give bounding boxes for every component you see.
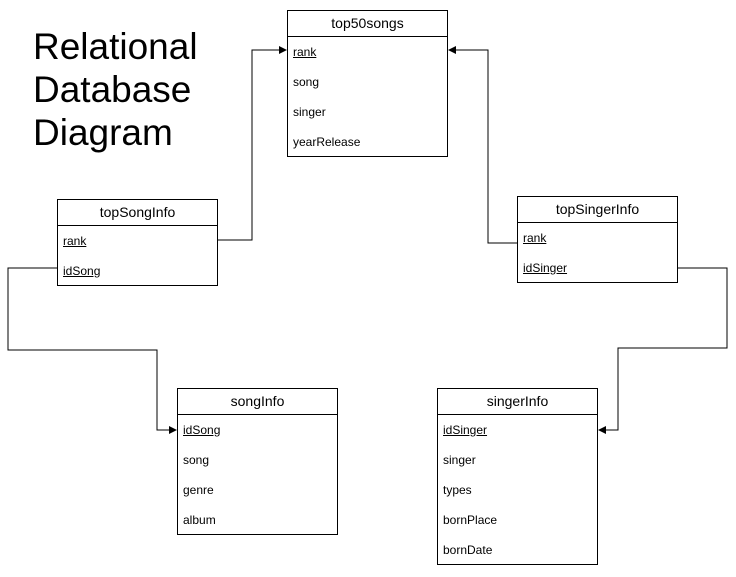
- field-song: song: [293, 75, 320, 89]
- relationship-edge-topsingerinfo-singerinfo: [598, 267, 728, 434]
- field-idsong: idSong: [183, 423, 221, 437]
- field-song: song: [183, 453, 210, 467]
- field-rank: rank: [523, 231, 547, 245]
- relationship-edge-topsonginfo-songinfo: [7, 267, 177, 434]
- diagram-title-line: Database: [33, 69, 192, 110]
- relationship-edge-topsingerinfo-top50songs: [448, 46, 517, 244]
- field-rank: rank: [293, 45, 317, 59]
- field-idsinger: idSinger: [523, 261, 568, 275]
- field-yearrelease: yearRelease: [293, 135, 361, 149]
- field-idsinger: idSinger: [443, 423, 488, 437]
- entity-topsonginfo[interactable]: topSongInfo rank idSong: [57, 199, 218, 286]
- entity-songinfo[interactable]: songInfo idSong song genre album: [177, 388, 338, 535]
- entity-header: top50songs: [288, 11, 447, 37]
- field-album: album: [183, 513, 216, 527]
- field-genre: genre: [183, 483, 214, 497]
- entity-header: songInfo: [178, 389, 337, 415]
- diagram-title-line: Diagram: [33, 112, 173, 153]
- entity-singerinfo[interactable]: singerInfo idSinger singer types bornPla…: [437, 388, 598, 565]
- entity-topsingerinfo[interactable]: topSingerInfo rank idSinger: [517, 196, 678, 283]
- relationship-edge-topsonginfo-top50songs: [217, 46, 287, 241]
- field-types: types: [443, 483, 472, 497]
- field-bornplace: bornPlace: [443, 513, 498, 527]
- diagram-title-line: Relational: [33, 26, 198, 67]
- entity-header: topSongInfo: [58, 200, 217, 226]
- entity-top50songs[interactable]: top50songs rank song singer yearRelease: [287, 10, 448, 157]
- field-singer: singer: [293, 105, 326, 119]
- field-rank: rank: [63, 234, 87, 248]
- field-borndate: bornDate: [443, 543, 493, 557]
- entity-header: singerInfo: [438, 389, 597, 415]
- entity-header: topSingerInfo: [518, 197, 677, 223]
- field-singer: singer: [443, 453, 476, 467]
- field-idsong: idSong: [63, 264, 101, 278]
- diagram-title: Relational Database Diagram: [33, 25, 198, 154]
